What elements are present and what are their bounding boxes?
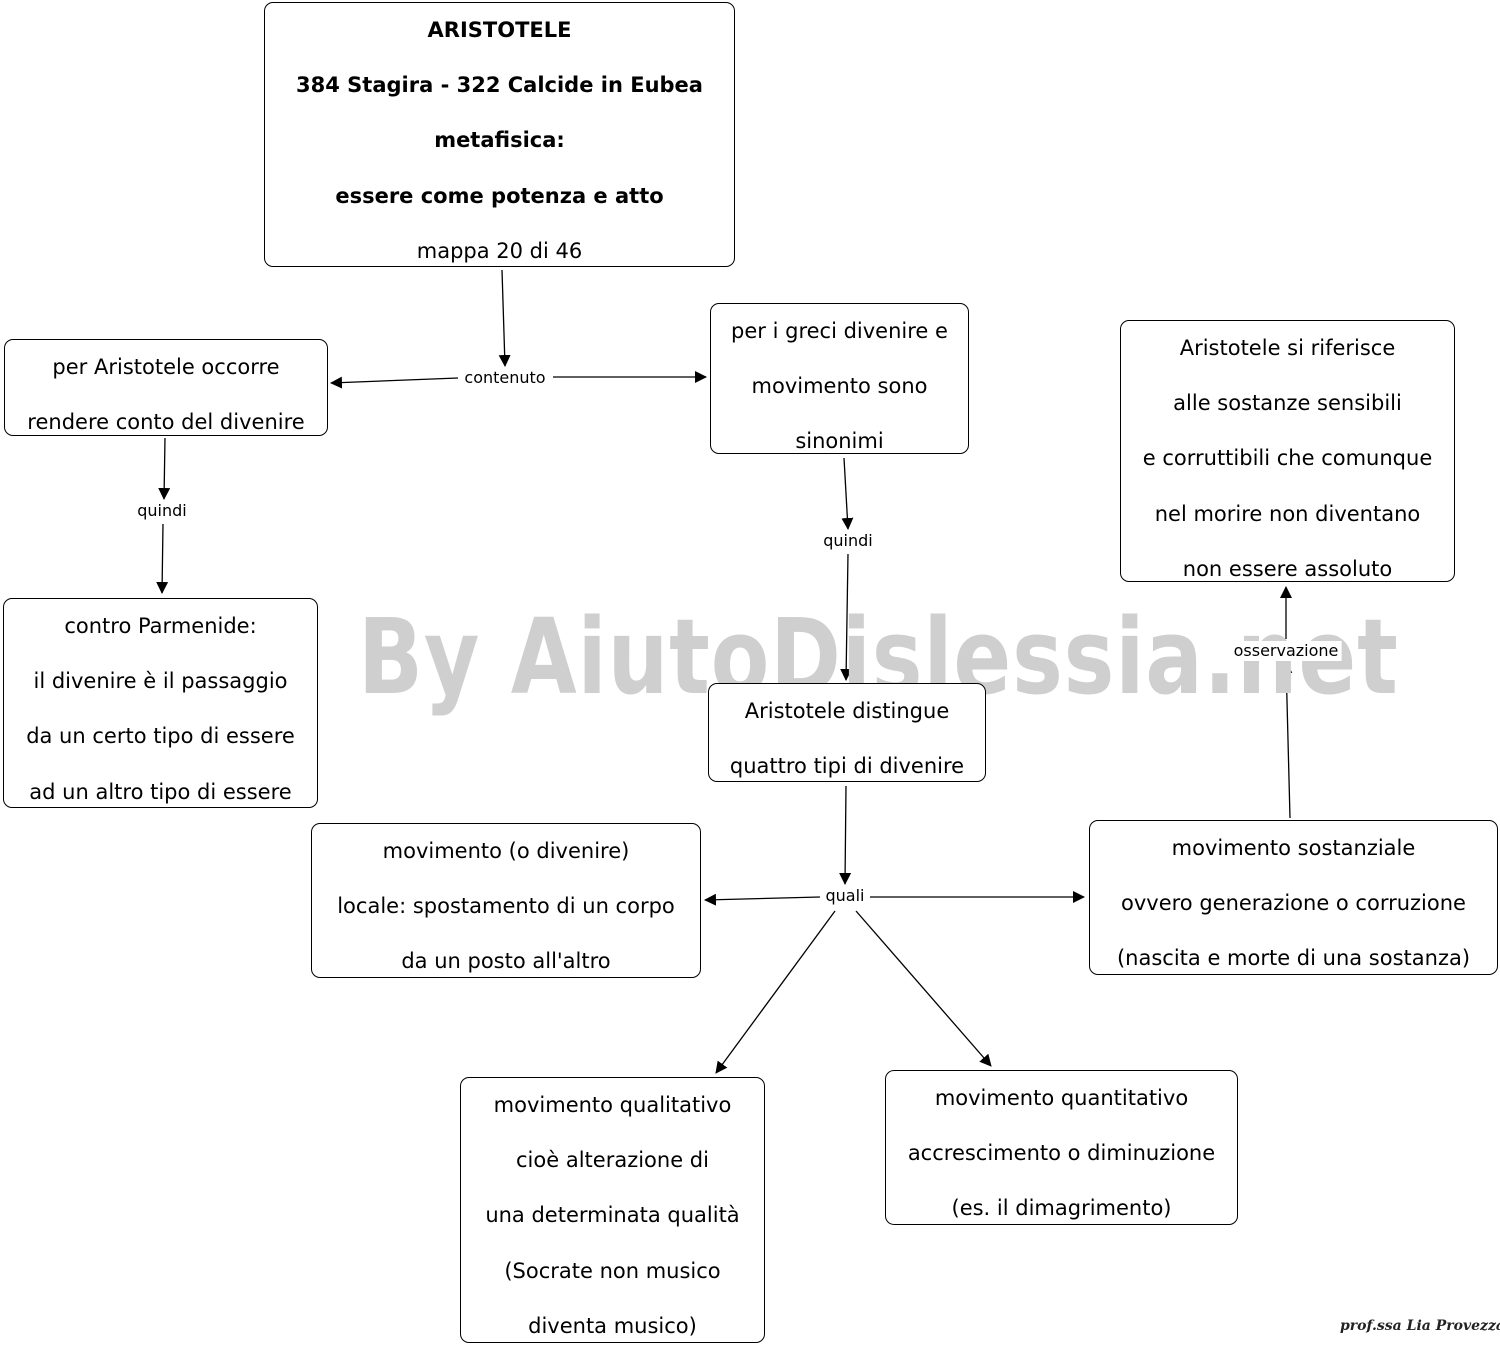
- node-locale[interactable]: movimento (o divenire) locale: spostamen…: [311, 823, 701, 978]
- node-line: il divenire è il passaggio: [33, 669, 288, 694]
- node-line: da un certo tipo di essere: [26, 724, 295, 749]
- author-signature: prof.ssa Lia Provezza: [1340, 1318, 1500, 1334]
- node-line: quattro tipi di divenire: [729, 754, 965, 779]
- node-line: e corruttibili che comunque: [1142, 446, 1433, 471]
- edge-left-intro-to-quindi: [158, 437, 171, 500]
- node-line: diventa musico): [528, 1313, 697, 1338]
- node-line: movimento qualitativo: [493, 1093, 732, 1117]
- node-title[interactable]: ARISTOTELE 384 Stagira - 322 Calcide in …: [264, 2, 735, 267]
- node-greeks[interactable]: per i greci divenire e movimento sono si…: [710, 303, 969, 454]
- link-label-quindi-left: quindi: [134, 501, 190, 521]
- node-line: contro Parmenide:: [64, 614, 257, 638]
- node-title-line: metafisica:: [434, 128, 565, 153]
- node-line: per i greci divenire e: [731, 319, 948, 343]
- edge-quindi-to-parmenide: [156, 523, 169, 594]
- node-line: movimento (o divenire): [382, 839, 630, 863]
- node-line: ovvero generazione o corruzione: [1121, 891, 1466, 916]
- link-label-osservazione: osservazione: [1230, 641, 1342, 661]
- edge-title-to-contenuto: [498, 269, 511, 367]
- node-line: Aristotele si riferisce: [1179, 336, 1396, 360]
- node-title-line: ARISTOTELE: [427, 18, 572, 42]
- node-qualitativo[interactable]: movimento qualitativo cioè alterazione d…: [460, 1077, 765, 1343]
- node-line: non essere assoluto: [1182, 556, 1393, 581]
- node-line: per Aristotele occorre: [52, 355, 280, 379]
- node-line: locale: spostamento di un corpo: [337, 894, 675, 919]
- node-line: (nascita e morte di una sostanza): [1116, 946, 1471, 971]
- edge-quali-to-qualitativo: [715, 910, 836, 1074]
- node-line: una determinata qualità: [485, 1203, 740, 1228]
- node-parmenide[interactable]: contro Parmenide: il divenire è il passa…: [3, 598, 318, 808]
- node-left-intro[interactable]: per Aristotele occorre rendere conto del…: [4, 339, 328, 436]
- node-title-line: 384 Stagira - 322 Calcide in Eubea: [296, 73, 703, 98]
- node-sensibili[interactable]: Aristotele si riferisce alle sostanze se…: [1120, 320, 1455, 582]
- link-label-contenuto: contenuto: [461, 368, 549, 388]
- node-line: ad un altro tipo di essere: [29, 779, 292, 804]
- node-line: (es. il dimagrimento): [951, 1196, 1172, 1221]
- edge-sostanziale-to-osservazione: [1280, 661, 1293, 819]
- link-label-quali: quali: [822, 886, 868, 906]
- edge-distingue-to-quali: [839, 785, 852, 885]
- node-line: (Socrate non musico: [504, 1258, 721, 1283]
- edge-contenuto-to-left-intro: [330, 376, 459, 389]
- node-line: sinonimi: [795, 429, 884, 454]
- node-distingue[interactable]: Aristotele distingue quattro tipi di div…: [708, 683, 986, 782]
- node-sostanziale[interactable]: movimento sostanziale ovvero generazione…: [1089, 820, 1498, 975]
- node-line: alle sostanze sensibili: [1173, 391, 1402, 416]
- node-title-footer: mappa 20 di 46: [416, 238, 583, 263]
- node-line: cioè alterazione di: [516, 1148, 709, 1173]
- node-quantitativo[interactable]: movimento quantitativo accrescimento o d…: [885, 1070, 1238, 1225]
- edge-quindi-to-distingue: [840, 553, 853, 681]
- link-label-quindi-right: quindi: [820, 531, 876, 551]
- node-line: movimento quantitativo: [934, 1086, 1189, 1110]
- node-line: rendere conto del divenire: [27, 410, 305, 435]
- node-line: nel morire non diventano: [1154, 501, 1421, 526]
- node-line: movimento sostanziale: [1171, 836, 1416, 860]
- node-line: da un posto all'altro: [401, 949, 611, 974]
- node-line: movimento sono: [751, 374, 928, 399]
- node-line: Aristotele distingue: [744, 699, 950, 723]
- node-title-line: essere come potenza e atto: [335, 183, 664, 208]
- node-line: accrescimento o diminuzione: [907, 1141, 1216, 1166]
- edge-quali-to-locale: [704, 893, 821, 906]
- edge-quali-to-quantitativo: [855, 910, 992, 1067]
- edge-greeks-to-quindi: [841, 457, 854, 530]
